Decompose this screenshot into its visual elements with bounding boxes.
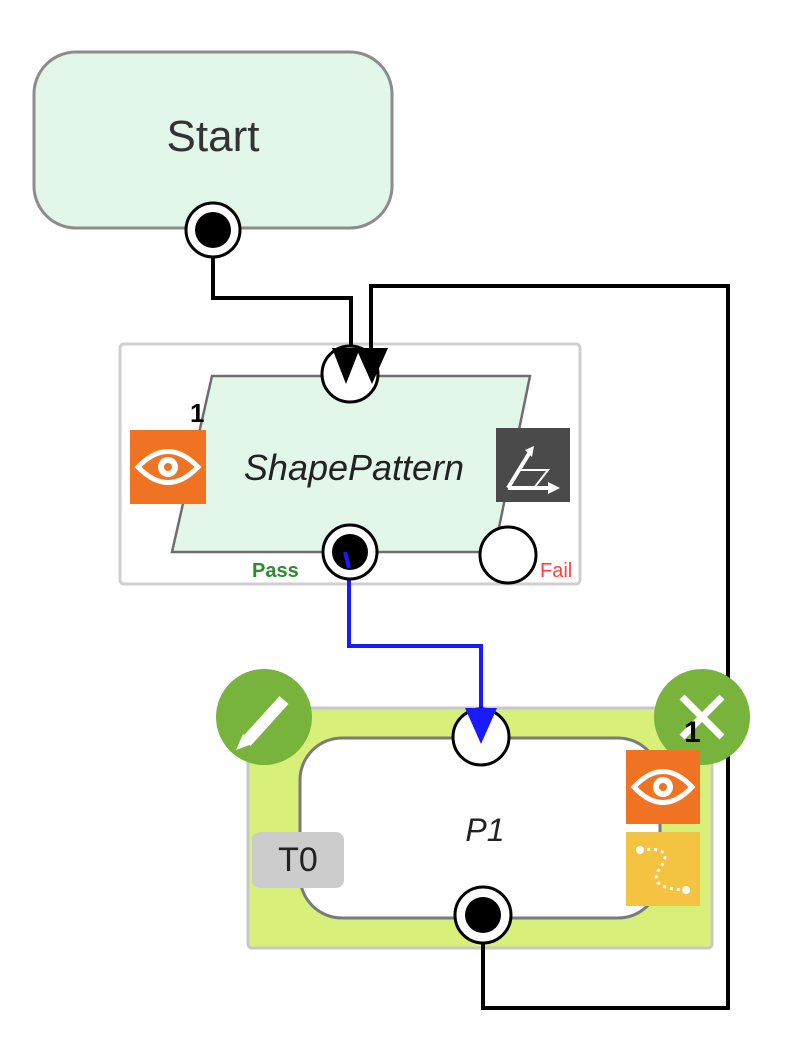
p1-badge-count: 1 <box>684 716 701 749</box>
arrowhead-pass <box>465 708 497 744</box>
start-node-label: Start <box>166 112 260 161</box>
fail-label: Fail <box>540 560 573 582</box>
shape-pattern-badge-count: 1 <box>190 398 205 428</box>
p1-output-port-dot <box>465 897 501 933</box>
shape-pattern-label: ShapePattern <box>243 447 465 488</box>
link-start-to-shape[interactable] <box>211 232 353 360</box>
pass-link-start <box>343 551 351 569</box>
move-axes-icon[interactable] <box>496 428 570 502</box>
close-icon[interactable] <box>654 669 750 765</box>
fail-output-port[interactable] <box>478 525 538 585</box>
pass-label: Pass <box>252 560 299 582</box>
link-p1-loopback[interactable] <box>369 284 730 1010</box>
start-output-port-dot <box>195 212 231 248</box>
pencil-icon[interactable] <box>216 669 312 765</box>
arrowhead-start <box>332 348 360 384</box>
p1-label: P1 <box>465 812 505 848</box>
link-pass-to-p1[interactable] <box>347 552 483 718</box>
p1-eye-icon[interactable] <box>626 750 700 824</box>
arrowhead-loopback <box>356 348 388 384</box>
tool-badge[interactable]: T0 <box>252 832 344 888</box>
path-icon[interactable] <box>626 832 700 906</box>
pass-output-port-dot <box>332 534 368 570</box>
eye-icon[interactable] <box>130 430 206 504</box>
